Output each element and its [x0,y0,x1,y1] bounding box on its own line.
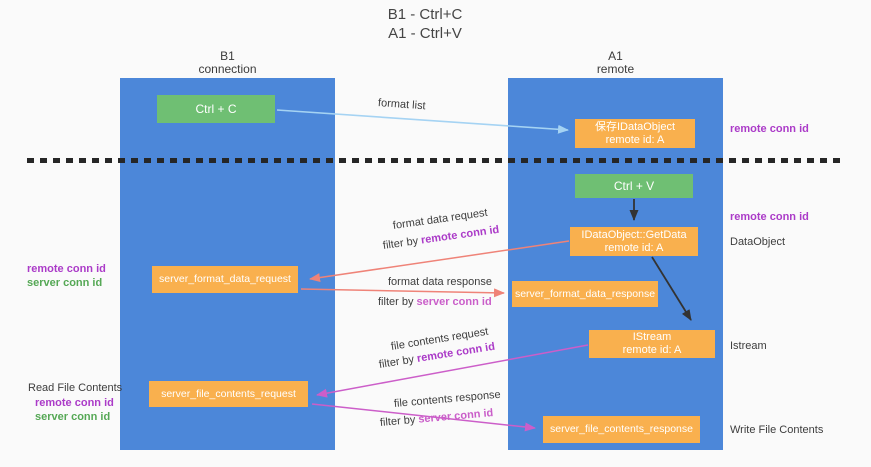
format-list-label: format list [377,97,426,113]
left-server-conn-id-mid: server conn id [27,277,103,289]
diagram-title: B1 - Ctrl+C A1 - Ctrl+V [345,5,505,43]
left-remote-conn-id-mid: remote conn id [27,263,106,275]
server-file-contents-response-label: server_file_contents_response [549,423,693,435]
server-format-data-response-label: server_format_data_response [514,287,656,300]
filter-by-text: filter by [378,353,415,371]
ctrl-c-box: Ctrl + C [157,95,275,123]
server-file-contents-response-box: server_file_contents_response [543,416,700,443]
column-b1-name: B1 [220,49,235,63]
save-idataobject-line1: 保存IDataObject [594,120,676,133]
filter-by-text: filter by [378,296,414,308]
title-line-2: A1 - Ctrl+V [388,25,462,42]
column-a1-name: A1 [608,49,623,63]
column-b1-role: connection [198,62,257,76]
filter-by-text: filter by [379,413,416,429]
left-server-conn-id-bottom: server conn id [35,411,111,423]
server-file-contents-request-label: server_file_contents_request [161,387,296,400]
column-header-a1: A1 remote [508,50,723,76]
phase-separator-dashed-line [27,158,845,163]
idataobject-getdata-box: IDataObject::GetData remote id: A [570,227,698,256]
server-format-data-request-box: server_format_data_request [152,266,298,293]
istream-line2: remote id: A [622,344,682,356]
ctrl-v-box: Ctrl + V [575,174,693,198]
server-format-data-response-box: server_format_data_response [512,281,658,307]
column-a1-role: remote [596,62,635,76]
server-conn-id-text: server conn id [417,407,494,426]
right-istream-label: Istream [730,340,767,352]
right-remote-conn-id-top: remote conn id [730,123,809,135]
left-remote-conn-id-bottom: remote conn id [35,397,114,409]
remote-conn-id-text: remote conn id [420,223,501,247]
istream-line1: IStream [632,331,672,343]
server-format-data-request-label: server_format_data_request [159,273,291,285]
format-data-response-label: format data response [388,276,492,288]
right-dataobject-label: DataObject [730,236,786,248]
title-line-1: B1 - Ctrl+C [387,6,463,23]
column-header-b1: B1 connection [120,50,335,76]
ctrl-v-label: Ctrl + V [613,178,655,193]
save-idataobject-box: 保存IDataObject remote id: A [575,119,695,148]
istream-box: IStream remote id: A [589,330,715,358]
server-conn-id-text: server conn id [416,296,492,308]
getdata-line2: remote id: A [604,241,664,254]
save-idataobject-line2: remote id: A [605,133,665,146]
getdata-line1: IDataObject::GetData [581,228,687,241]
right-write-file-contents-label: Write File Contents [730,424,824,436]
right-remote-conn-id-mid: remote conn id [730,211,809,223]
filter-by-text: filter by [382,235,419,252]
server-file-contents-request-box: server_file_contents_request [149,381,308,407]
left-read-file-contents-label: Read File Contents [28,382,123,394]
ctrl-c-label: Ctrl + C [195,101,237,116]
